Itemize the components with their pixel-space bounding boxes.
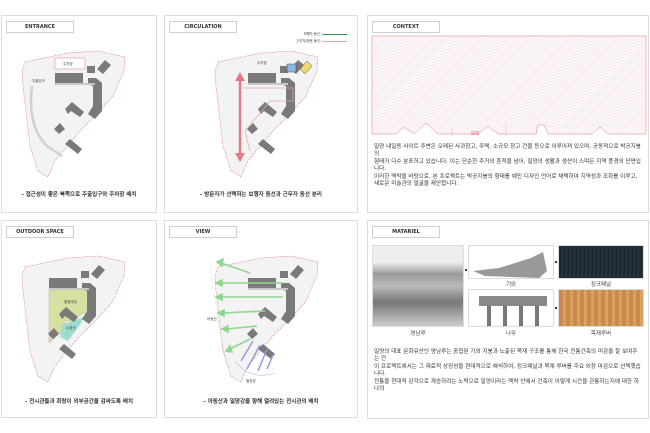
outdoor-space-title: OUTDOOR SPACE (6, 226, 74, 238)
parking-area (54, 57, 86, 70)
mountain-label: 아동산 (207, 317, 217, 321)
site-label: SITE (471, 131, 480, 136)
context-paragraph: 밀양 내일동 사이트 주변은 오래된 사과창고, 주택, 소규모 창고 건물 등… (374, 144, 641, 188)
parking-label: 주차장 (63, 62, 73, 66)
context-elevation (371, 35, 647, 137)
view-panel: VIEW 아동산 밀양강 - 아동산과 밀양강을 향해 열려있는 전시관의 배치 (164, 220, 358, 418)
yeongnamnu-caption: 영남루 (410, 331, 426, 337)
legend-item-staff: 근무자/방문 동선 : (296, 39, 347, 43)
main-entrance-label: 주출입구 (32, 79, 45, 83)
circulation-title: CIRCULATION (169, 21, 237, 33)
yeongnamnu-image (372, 245, 464, 327)
circulation-panel: CIRCULATION 보행자 동선 : 근무자/방문 동선 : 주차장 - 방… (164, 15, 358, 213)
entrance-panel: ENTRANCE 주차장 주출입구 - 접근성이 좋은 북쪽으로 주출입구와 주… (1, 15, 157, 213)
outdoor-space-caption: - 전시관들과 회랑이 외부공간을 감싸도록 배치 (25, 399, 133, 405)
outdoor-space-panel: OUTDOOR SPACE 중정마당 수공간 - 전시관들과 회랑이 외부공간을… (1, 220, 157, 418)
circulation-caption: - 방문자가 선택하는 보행자 동선과 근무자 동선 분리 (200, 192, 322, 198)
wood-louver-caption: 목재루버 (590, 331, 612, 337)
wood-louver-image (558, 289, 644, 327)
view-title: VIEW (169, 226, 237, 238)
parking-label: 주차장 (257, 61, 267, 65)
view-caption: - 아동산과 밀양강을 향해 열려있는 전시관의 배치 (203, 399, 319, 405)
wood-caption: 나무 (505, 331, 517, 337)
entrance-title: ENTRANCE (6, 21, 74, 33)
zinc-panel-caption: 징크패널 (590, 282, 612, 288)
material-paragraph: 밀양의 대표 문화유산인 영남루는 중첩된 기와 지붕과 노출된 목재 구조를 … (374, 349, 641, 393)
roof-tile-caption: 기와 (505, 282, 517, 288)
yard-label: 중정마당 (64, 300, 77, 304)
context-title: CONTEXT (372, 21, 440, 33)
water-area (60, 317, 84, 341)
context-panel: CONTEXT SITE 밀양 내일동 사이트 주변은 오래된 사과창고, 주택… (367, 15, 649, 213)
water-label: 수공간 (66, 326, 76, 330)
circulation-site-plan (214, 50, 319, 178)
material-panel: MATARIEL 영남루 기와 징크패널 나무 목재루버 밀양의 대표 문화유산… (367, 220, 649, 419)
entrance-site-plan (21, 50, 126, 178)
view-site-plan (209, 255, 319, 383)
material-title: MATARIEL (372, 226, 440, 238)
roof-tile-image (468, 245, 554, 279)
legend-item-pedestrian: 보행자 동선 : (303, 32, 347, 36)
outdoor-space-site-plan (21, 255, 126, 383)
entrance-caption: - 접근성이 좋은 북쪽으로 주출입구와 주차장 배치 (21, 192, 137, 198)
river-label: 밀양강 (246, 379, 256, 383)
zinc-panel-image (558, 245, 644, 279)
circulation-legend: 보행자 동선 : 근무자/방문 동선 : (296, 31, 347, 45)
wood-image (468, 289, 554, 327)
